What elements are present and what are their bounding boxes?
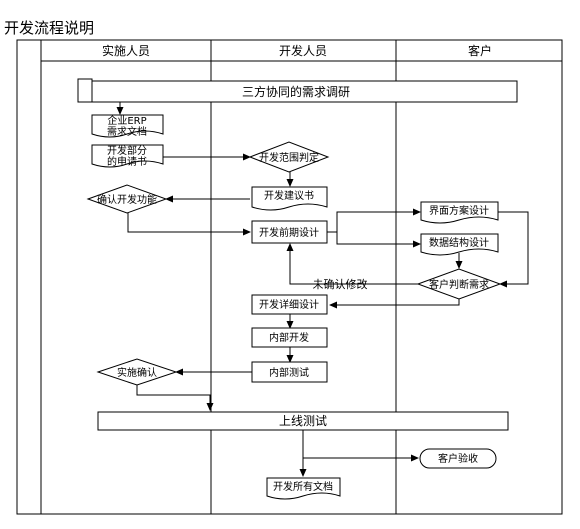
data-design-document: 数据结构设计 bbox=[420, 233, 499, 256]
early-design-label: 开发前期设计 bbox=[259, 226, 319, 239]
detail-design-process: 开发详细设计 bbox=[251, 294, 328, 315]
connector-ui-to-judge bbox=[498, 211, 529, 288]
impl-confirm-decision: 实施确认 bbox=[96, 358, 178, 386]
online-test-label: 上线测试 bbox=[279, 413, 327, 428]
confirm-function-label: 确认开发功能 bbox=[97, 193, 157, 206]
proposal-document: 开发建议书 bbox=[251, 186, 328, 211]
connector-judge-to-early bbox=[286, 243, 418, 285]
internal-dev-process: 内部开发 bbox=[251, 327, 328, 348]
connector-online-to-acceptance bbox=[302, 430, 419, 462]
erp-doc-line1: 企业ERP bbox=[107, 114, 146, 127]
early-design-process: 开发前期设计 bbox=[251, 220, 328, 244]
connector-confirm-to-early bbox=[127, 213, 251, 236]
internal-test-process: 内部测试 bbox=[251, 361, 328, 383]
connectors bbox=[116, 102, 529, 477]
all-docs-document: 开发所有文档 bbox=[266, 477, 341, 500]
scope-decision: 开发范围判定 bbox=[248, 141, 330, 173]
connector-confirm-to-online bbox=[136, 385, 214, 411]
impl-confirm-label: 实施确认 bbox=[117, 366, 157, 379]
all-docs-label: 开发所有文档 bbox=[273, 480, 333, 493]
detail-design-label: 开发详细设计 bbox=[259, 298, 319, 311]
lane-header-customer: 客户 bbox=[468, 43, 492, 58]
connector-early-to-data bbox=[336, 232, 421, 248]
data-design-label: 数据结构设计 bbox=[429, 236, 489, 249]
connector-judge-to-detail bbox=[329, 299, 460, 309]
proposal-label: 开发建议书 bbox=[264, 189, 314, 202]
erp-requirements-document: 企业ERP 需求文档 bbox=[91, 114, 164, 138]
internal-test-label: 内部测试 bbox=[269, 366, 309, 379]
swimlane-frame bbox=[16, 39, 563, 515]
customer-judge-label: 客户判断需求 bbox=[429, 278, 489, 291]
online-test-banner: 上线测试 bbox=[97, 411, 509, 431]
ui-design-label: 界面方案设计 bbox=[429, 204, 489, 217]
customer-acceptance-terminal: 客户验收 bbox=[419, 448, 497, 469]
dept-doc-line1: 开发部分 bbox=[107, 144, 147, 157]
unconfirmed-edge-label: 未确认修改 bbox=[313, 277, 368, 291]
customer-judge-decision: 客户判断需求 bbox=[416, 268, 502, 300]
confirm-function-decision: 确认开发功能 bbox=[86, 184, 168, 214]
customer-acceptance-label: 客户验收 bbox=[438, 452, 478, 465]
lane-header-developer: 开发人员 bbox=[279, 43, 327, 58]
requirements-banner: 三方协同的需求调研 bbox=[77, 78, 518, 103]
lane-header-implementer: 实施人员 bbox=[102, 43, 150, 58]
scope-decision-label: 开发范围判定 bbox=[259, 151, 319, 164]
ui-design-document: 界面方案设计 bbox=[420, 201, 499, 224]
internal-dev-label: 内部开发 bbox=[269, 331, 309, 344]
connector-early-to-ui bbox=[327, 208, 421, 233]
erp-doc-line2: 需求文档 bbox=[107, 125, 147, 138]
page-title: 开发流程说明 bbox=[4, 19, 94, 37]
dept-doc-line2: 的申请书 bbox=[107, 155, 147, 168]
requirements-banner-label: 三方协同的需求调研 bbox=[242, 84, 350, 99]
dept-application-document: 开发部分 的申请书 bbox=[91, 144, 164, 168]
